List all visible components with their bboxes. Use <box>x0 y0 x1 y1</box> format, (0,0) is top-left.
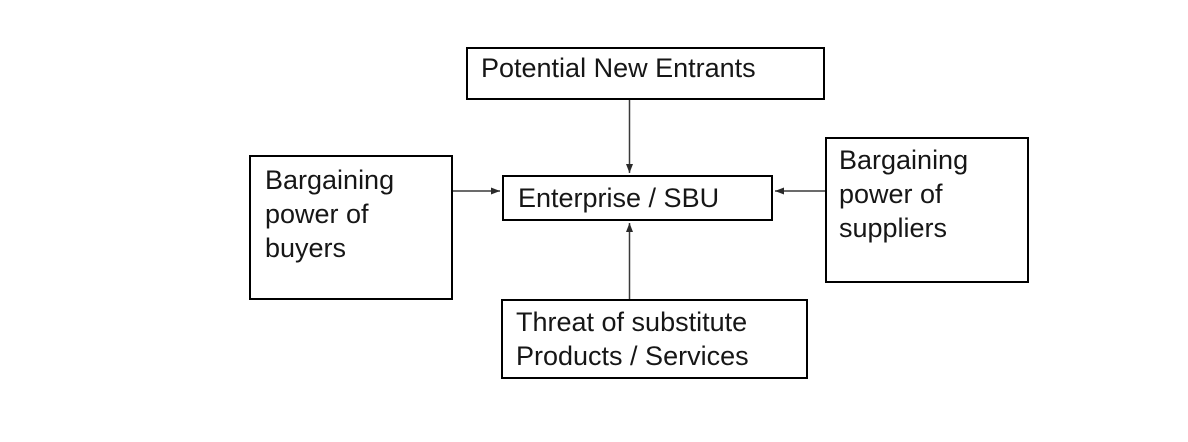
node-potential-new-entrants: Potential New Entrants <box>466 47 825 100</box>
node-bargaining-power-buyers: Bargaining power of buyers <box>249 155 453 300</box>
node-label: Threat of substitute Products / Services <box>516 307 749 371</box>
node-threat-substitutes: Threat of substitute Products / Services <box>501 299 808 379</box>
node-label: Enterprise / SBU <box>518 183 720 213</box>
node-label: Bargaining power of buyers <box>265 165 395 263</box>
node-label: Potential New Entrants <box>481 53 756 83</box>
node-bargaining-power-suppliers: Bargaining power of suppliers <box>825 137 1029 283</box>
node-label: Bargaining power of suppliers <box>839 145 969 243</box>
node-enterprise-sbu: Enterprise / SBU <box>502 175 773 221</box>
